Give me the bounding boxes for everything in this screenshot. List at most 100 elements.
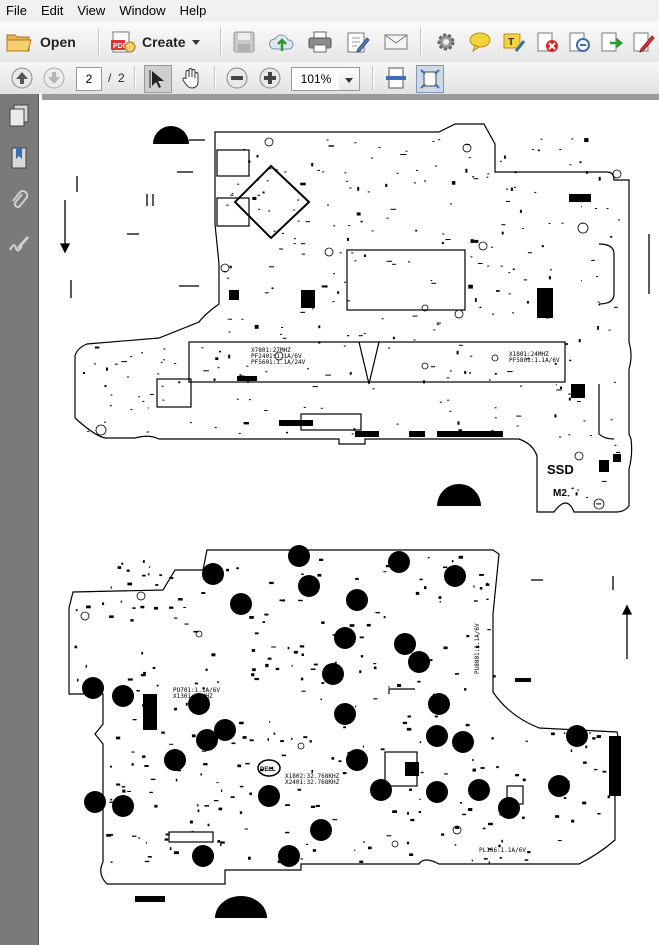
smd-component [281,327,284,328]
zoom-out-button[interactable] [225,66,249,90]
print-button[interactable] [306,29,334,55]
menu-window[interactable]: Window [119,3,166,18]
highlight-button[interactable]: T [500,29,528,55]
smd-component [191,830,194,833]
smd-component [256,179,259,181]
smd-component [321,682,325,684]
smd-component [266,180,269,182]
next-page-button[interactable] [42,66,66,90]
page-number-input[interactable]: 2 [76,67,102,91]
smd-component [287,845,290,848]
smd-component [237,183,240,185]
select-tool-button[interactable] [144,65,172,93]
menu-help[interactable]: Help [179,3,207,18]
comment-button[interactable] [466,29,494,55]
smd-component [500,160,503,162]
smd-component [496,290,500,292]
smd-component [606,208,609,210]
smd-component [494,417,497,419]
smd-component [126,569,130,572]
test-pad [548,775,570,797]
smd-component [213,800,219,802]
hand-tool-button[interactable] [178,65,204,91]
smd-component [230,796,235,798]
smd-component [465,168,468,173]
menu-file[interactable]: File [6,3,27,18]
smd-component [525,740,528,742]
smd-component [200,773,203,776]
smd-component [507,371,513,373]
smd-component [332,301,335,303]
smd-component [149,393,154,395]
create-pdf-icon: PDF [110,30,136,54]
smd-component [566,780,570,784]
open-folder-icon [6,31,32,53]
smd-component [597,813,601,815]
board-1-components [82,138,621,505]
smd-component [470,239,474,243]
export-button[interactable] [598,29,626,55]
smd-component [433,329,436,331]
bookmarks-button[interactable] [7,147,31,172]
email-button[interactable] [382,29,410,55]
signatures-button[interactable] [7,234,31,258]
delete-cross-icon [536,31,560,53]
open-button[interactable]: Open [6,27,76,57]
smd-component [211,653,216,657]
test-pad [196,729,218,751]
scrolling-mode-button[interactable] [383,65,409,91]
menu-edit[interactable]: Edit [40,3,64,18]
document-view[interactable]: X7801:27MHZ PF2401:1.1A/6V PF5601:1.1A/2… [39,94,659,945]
smd-component [579,161,582,164]
zoom-in-button[interactable] [258,66,282,90]
smd-component [116,783,121,786]
smd-component [363,333,366,335]
delete-button[interactable] [534,29,562,55]
smd-component [106,834,112,837]
chevron-down-icon [345,70,353,88]
smd-component [203,370,209,372]
smd-component [221,225,224,227]
test-pad [452,731,474,753]
menu-view[interactable]: View [77,3,106,18]
smd-component [162,399,165,401]
smd-component [613,381,616,383]
smd-component [589,435,592,436]
previous-page-button[interactable] [10,66,34,90]
board-1-layout: X7801:27MHZ PF2401:1.1A/6V PF5601:1.1A/2… [59,123,650,513]
upload-button[interactable] [268,29,296,55]
smd-component [155,584,159,586]
smd-component [571,487,574,490]
attachments-button[interactable] [7,189,31,214]
smd-component [194,682,198,685]
export-icon [600,31,624,53]
smd-component [569,164,572,166]
smd-component [169,847,172,851]
fit-page-button[interactable] [416,65,444,93]
smd-component [459,802,462,804]
smd-component [385,564,390,568]
svg-text:PDF: PDF [113,43,128,50]
smd-component [488,848,492,850]
edit-button[interactable] [344,29,372,55]
sign-button[interactable] [566,29,594,55]
smd-component [313,663,318,666]
smd-component [299,645,305,648]
smd-component [468,157,471,159]
smd-component [383,616,386,619]
smd-component [522,816,525,819]
fill-sign-button[interactable] [630,29,658,55]
settings-button[interactable] [432,29,460,55]
smd-component [405,150,408,152]
page-thumbnails-button[interactable] [7,104,31,130]
smd-component [534,191,537,193]
zoom-level-input[interactable]: 101% [291,67,341,91]
zoom-dropdown-button[interactable] [339,67,360,91]
save-button[interactable] [230,29,258,55]
smd-component [554,414,557,418]
smd-component [420,771,424,774]
smd-component [120,600,123,603]
smd-component [409,788,412,791]
highlight-text-icon: T [502,31,526,53]
create-button[interactable]: PDF Create [110,27,200,57]
